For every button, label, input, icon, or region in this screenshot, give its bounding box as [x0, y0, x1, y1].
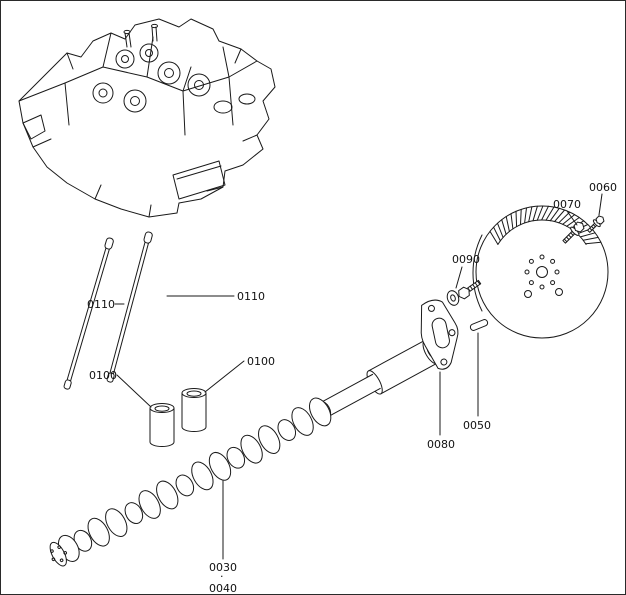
leader-washer-bolt: [455, 266, 463, 289]
leader-tappet-right: [204, 360, 245, 393]
leader-tappet-left: [116, 374, 152, 408]
tappet-right: [181, 388, 207, 432]
engine-block-drawing: [18, 18, 276, 218]
camshaft-end-face: [49, 541, 67, 567]
leader-bolt-0070: [566, 210, 578, 226]
camshaft-end-holes: [50, 545, 68, 563]
washer: [446, 290, 460, 306]
part-label-gasket: 0080: [427, 438, 455, 451]
pushrod-left: [63, 237, 114, 390]
part-label-bolt-0060: 0060: [589, 181, 617, 194]
part-label-pushrod-right: 0110: [237, 290, 265, 303]
gear-lightening-hole-right: [555, 288, 563, 296]
gear-lightening-hole-left: [524, 290, 532, 298]
tappet-left: [149, 403, 175, 447]
hex-bolt-0090: [458, 279, 482, 300]
gear-disc-circle: [475, 205, 609, 339]
gear-bolt-hole-ring: [524, 254, 560, 290]
pushrod-right: [106, 231, 153, 383]
part-label-bolt-0070: 0070: [553, 198, 581, 211]
part-label-separator-dot: ·: [220, 570, 224, 583]
part-label-pushrod-left: 0110: [87, 298, 115, 311]
gasket-plate: [420, 299, 459, 370]
gear-hub-bore: [536, 266, 548, 278]
part-label-camshaft-0040: 0040: [209, 582, 237, 595]
part-label-camshaft-0030: 0030: [209, 561, 237, 574]
gear-edge-thickness: [472, 234, 483, 312]
part-label-washer-bolt: 0090: [452, 253, 480, 266]
part-label-key: 0050: [463, 419, 491, 432]
part-label-tappet-right: 0100: [247, 355, 275, 368]
hex-bolt-0060: [587, 215, 605, 233]
part-label-tappet-left: 0100: [89, 369, 117, 382]
leader-bolt-0060: [598, 193, 603, 216]
camshaft-gear: [472, 205, 609, 339]
woodruff-key: [469, 319, 489, 331]
